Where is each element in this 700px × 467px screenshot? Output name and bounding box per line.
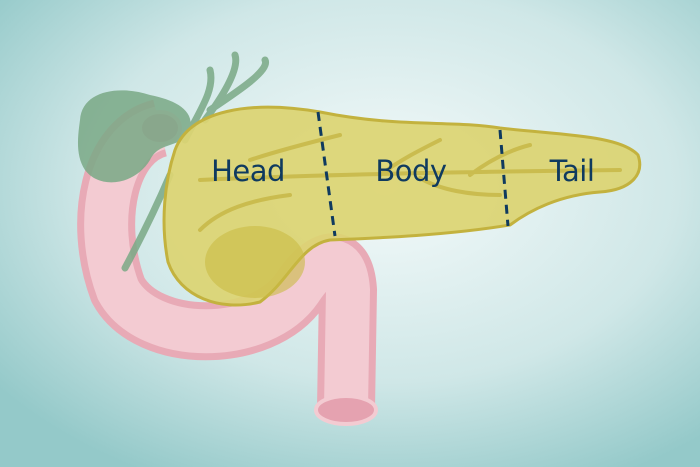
label-head: Head <box>211 154 285 188</box>
pancreas <box>162 105 642 307</box>
head-body-divider <box>316 111 337 237</box>
label-tail: Tail <box>549 154 595 188</box>
gallbladder <box>77 51 269 272</box>
body-tail-divider <box>498 129 510 227</box>
label-body: Body <box>375 154 447 188</box>
